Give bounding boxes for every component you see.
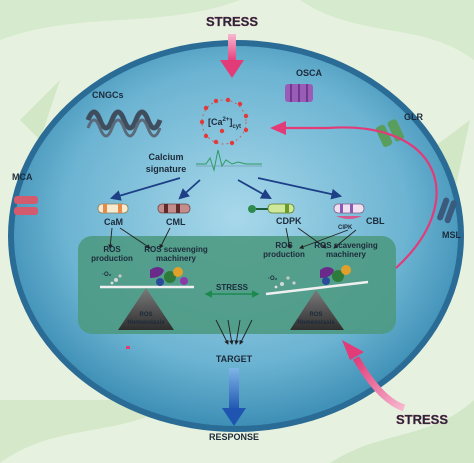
cdpk-sensor — [248, 203, 295, 214]
balance-fulcrum-right — [290, 290, 344, 330]
ros-production-right-l2: production — [263, 250, 305, 259]
glr-channel — [375, 119, 405, 147]
calcium-cytosolic-label: [Ca2+]cyt — [208, 117, 241, 130]
mca-channel — [14, 196, 38, 215]
ros-production-right-l1: ROS — [275, 241, 293, 250]
vesicle-mark — [126, 346, 130, 349]
target-arrows — [215, 319, 253, 345]
osca-label: OSCA — [296, 68, 323, 78]
cam-sensor — [97, 203, 129, 214]
response-arrow — [222, 368, 246, 426]
calcium-cluster — [199, 97, 249, 146]
feedback-arrowhead — [270, 121, 286, 135]
ros-balance-right: ·O₂ — [265, 265, 369, 330]
stress-center-label: STRESS — [216, 283, 249, 292]
stress-bottom-label: STRESS — [396, 412, 448, 427]
ros-scavenging-right-l1: ROS scavenging — [314, 241, 378, 250]
ros-scavenging-left-l1: ROS scavenging — [144, 245, 208, 254]
ros-scavenging-left-l2: machinery — [156, 254, 197, 263]
mca-label: MCA — [12, 172, 33, 182]
msl-channel — [437, 197, 457, 224]
cdpk-label: CDPK — [276, 216, 302, 226]
ros-homeostasis-right-l2: Homeostasis — [297, 320, 335, 326]
cipk-label: CIPK — [338, 225, 353, 231]
ros-homeostasis-left-l2: Homeostasis — [127, 320, 165, 326]
ros-o2-label-left: ·O₂ — [102, 272, 112, 278]
ros-o2-label-right: ·O₂ — [268, 276, 278, 282]
cbl-label: CBL — [366, 216, 385, 226]
cml-label: CML — [166, 217, 186, 227]
cam-label: CaM — [104, 217, 123, 227]
glr-label: GLR — [404, 112, 423, 122]
target-label: TARGET — [216, 354, 253, 364]
calcium-signature-label-1: Calcium — [148, 152, 183, 162]
ros-production-left-l1: ROS — [103, 245, 121, 254]
sensor-arrows — [109, 177, 343, 201]
calcium-signature-label-2: signature — [146, 164, 187, 174]
cbl-sensor — [333, 203, 365, 219]
stress-bottom-arrowhead — [342, 340, 364, 360]
cngcs-label: CNGCs — [92, 90, 124, 100]
ros-inflow-arrows — [108, 227, 357, 249]
stress-top-label: STRESS — [206, 14, 258, 29]
cml-sensor — [157, 203, 191, 214]
stress-top-arrow — [220, 34, 244, 78]
ros-production-left-l2: production — [91, 254, 133, 263]
ros-scavenging-right-l2: machinery — [326, 250, 367, 259]
balance-beam-right — [265, 280, 369, 296]
balance-fulcrum-left — [118, 288, 174, 330]
ros-balance-left: ·O₂ — [100, 267, 194, 330]
ros-homeostasis-left-l1: ROS — [139, 312, 152, 318]
ros-homeostasis-right-l1: ROS — [309, 312, 322, 318]
msl-label: MSL — [442, 230, 462, 240]
cngcs-channel — [85, 109, 163, 138]
stress-bottom-arrow — [352, 356, 406, 412]
feedback-arrow — [327, 126, 438, 269]
osca-channel — [285, 84, 313, 102]
response-label: RESPONSE — [209, 432, 259, 442]
